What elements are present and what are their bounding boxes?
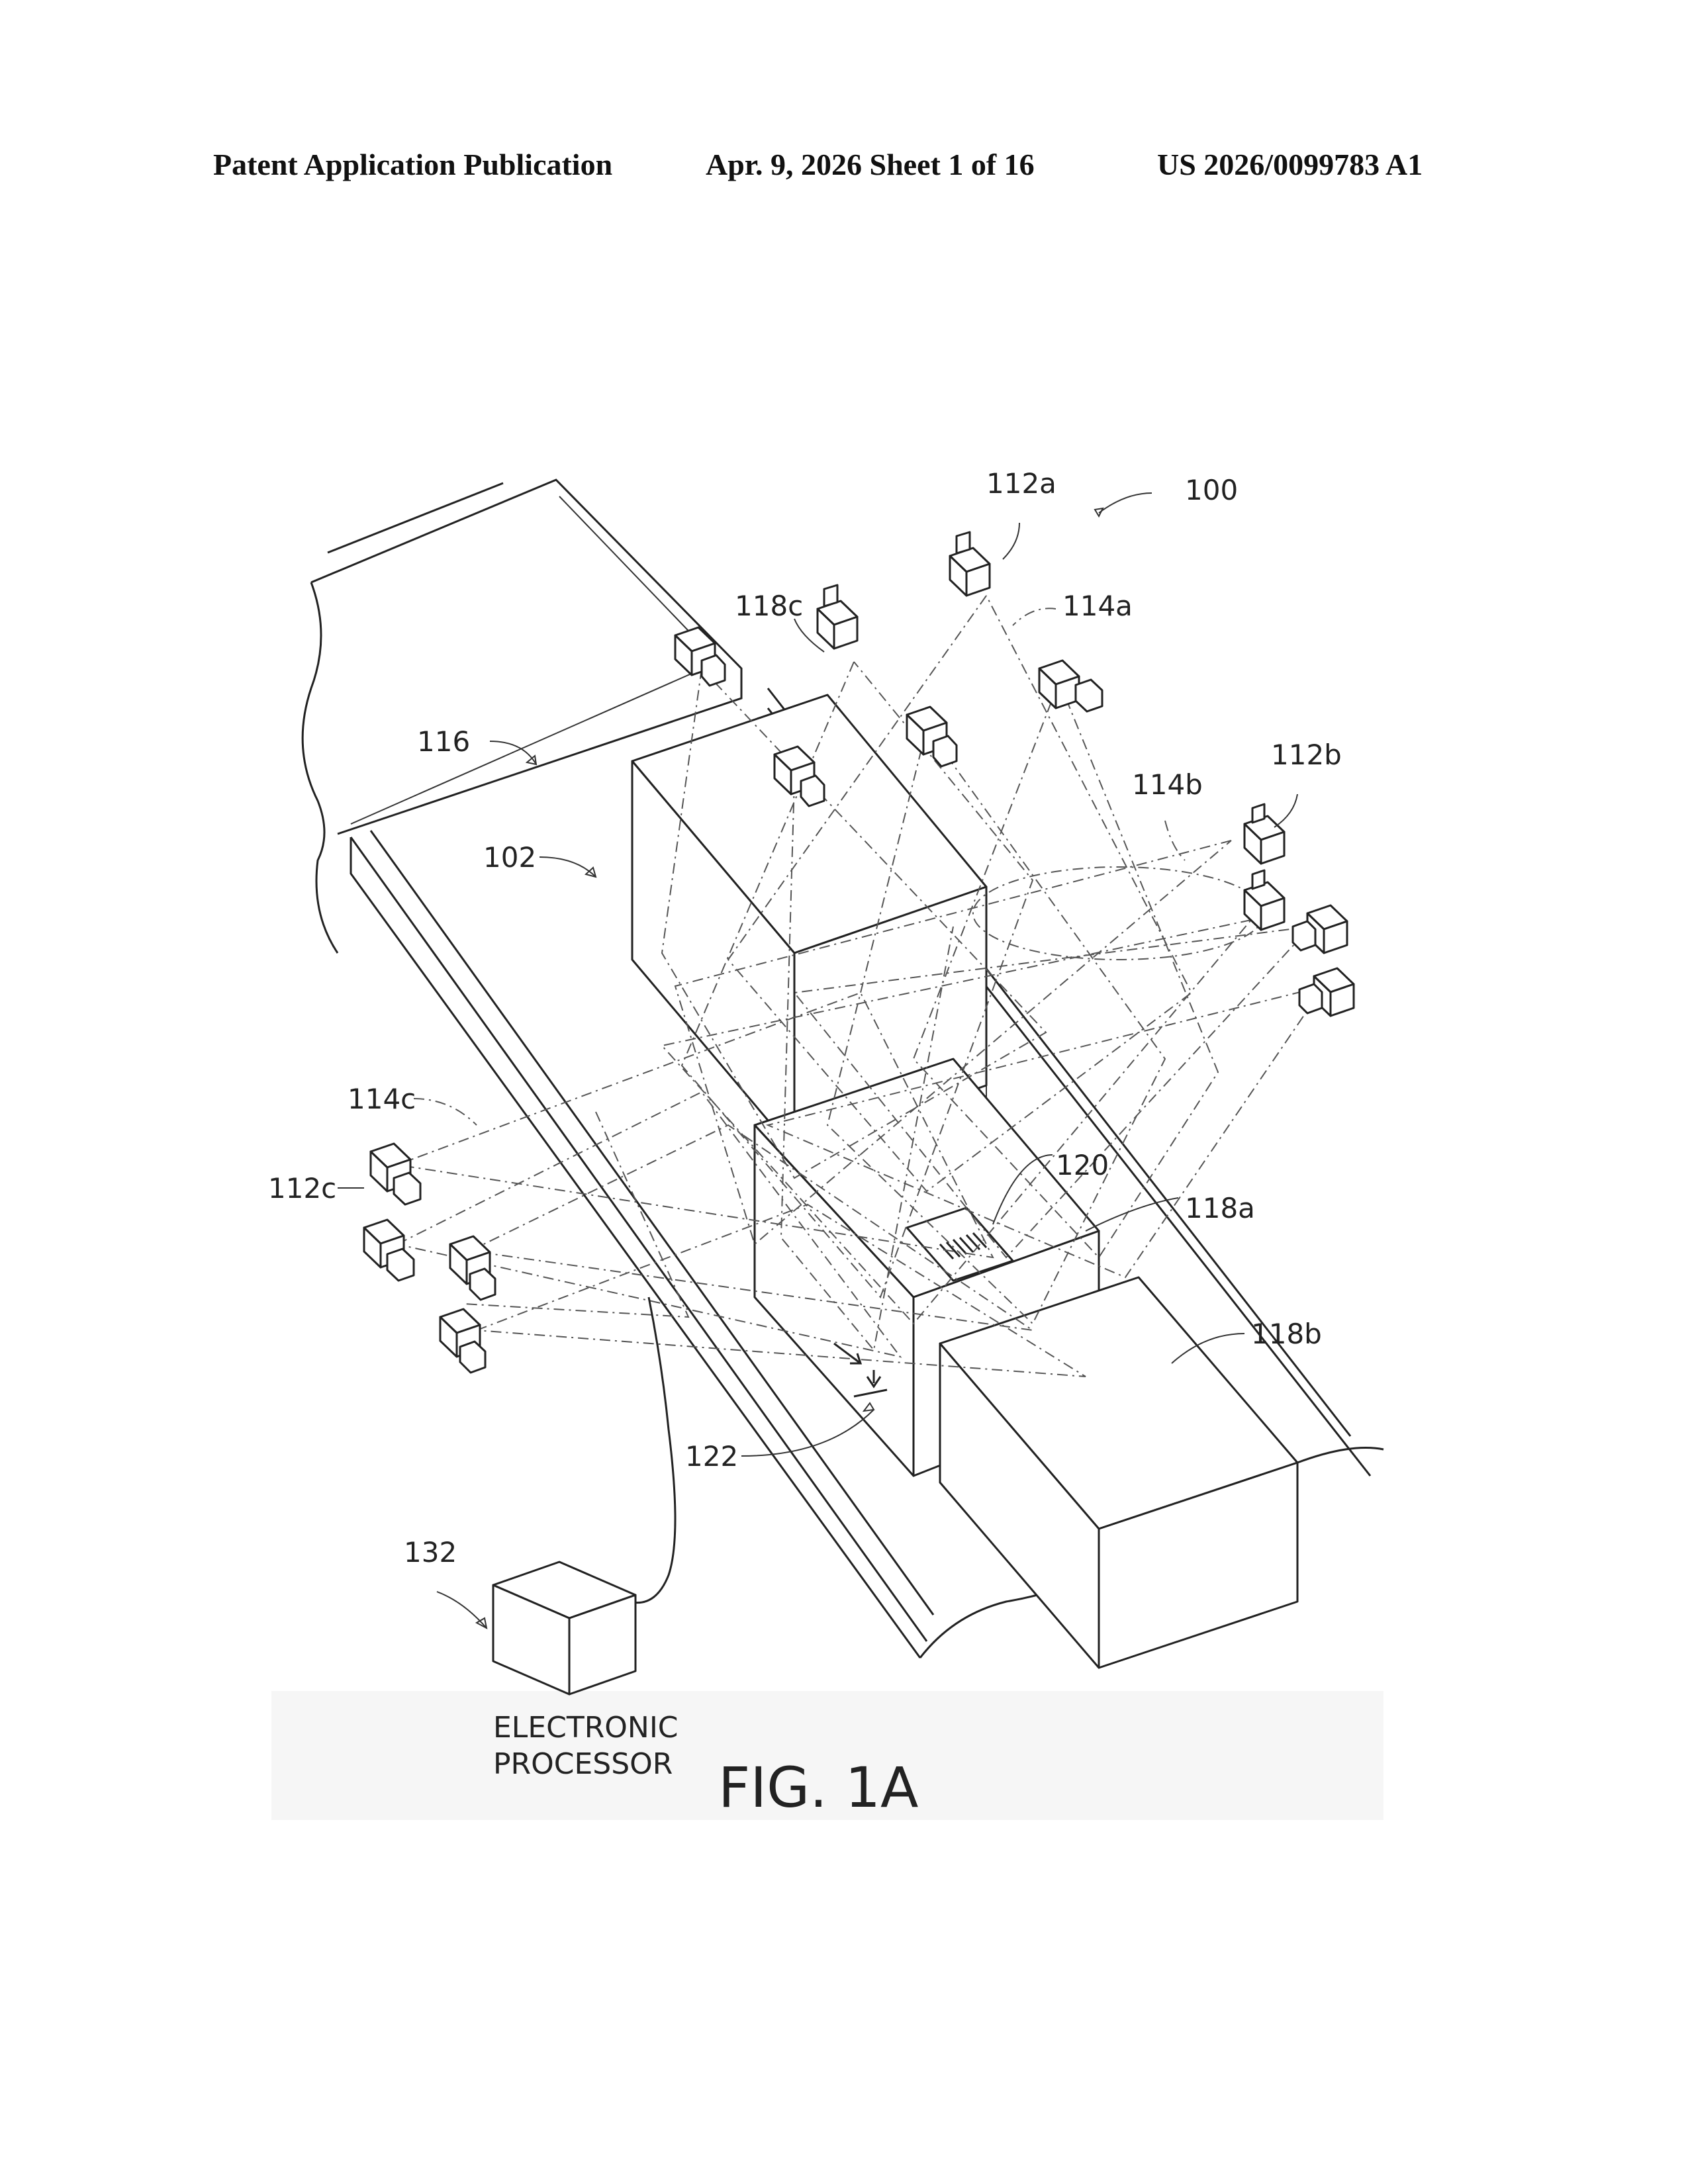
label-114a: 114a	[1062, 590, 1133, 622]
label-116: 116	[417, 725, 470, 758]
camera-icon	[1244, 870, 1284, 930]
processor-text-line1: ELECTRONIC	[493, 1711, 679, 1745]
electronic-processor	[493, 1297, 675, 1694]
camera-icon-112c	[371, 1144, 420, 1205]
label-132: 132	[404, 1536, 457, 1569]
label-114b: 114b	[1132, 768, 1203, 801]
camera-icon	[450, 1236, 495, 1300]
label-118c: 118c	[735, 590, 803, 622]
camera-icon	[1299, 968, 1354, 1016]
label-118b: 118b	[1251, 1318, 1322, 1350]
camera-icon-112b	[1244, 804, 1284, 864]
camera-icon	[440, 1309, 485, 1373]
label-120: 120	[1056, 1149, 1109, 1181]
label-102: 102	[483, 841, 536, 874]
label-112b: 112b	[1271, 739, 1342, 771]
camera-icon	[1293, 905, 1347, 953]
camera-icon	[364, 1220, 414, 1281]
label-114c: 114c	[348, 1083, 416, 1115]
camera-icon-112a	[950, 532, 990, 596]
label-122: 122	[685, 1440, 738, 1473]
camera-icon	[1039, 660, 1102, 711]
label-112a: 112a	[986, 467, 1056, 500]
figure-caption: FIG. 1A	[718, 1755, 919, 1820]
label-112c: 112c	[268, 1172, 336, 1205]
label-100: 100	[1185, 474, 1238, 506]
processor-text-line2: PROCESSOR	[493, 1747, 673, 1781]
object-118b	[940, 1277, 1297, 1668]
camera-icon	[907, 707, 957, 766]
label-118a: 118a	[1185, 1192, 1255, 1224]
camera-icon	[818, 585, 857, 649]
